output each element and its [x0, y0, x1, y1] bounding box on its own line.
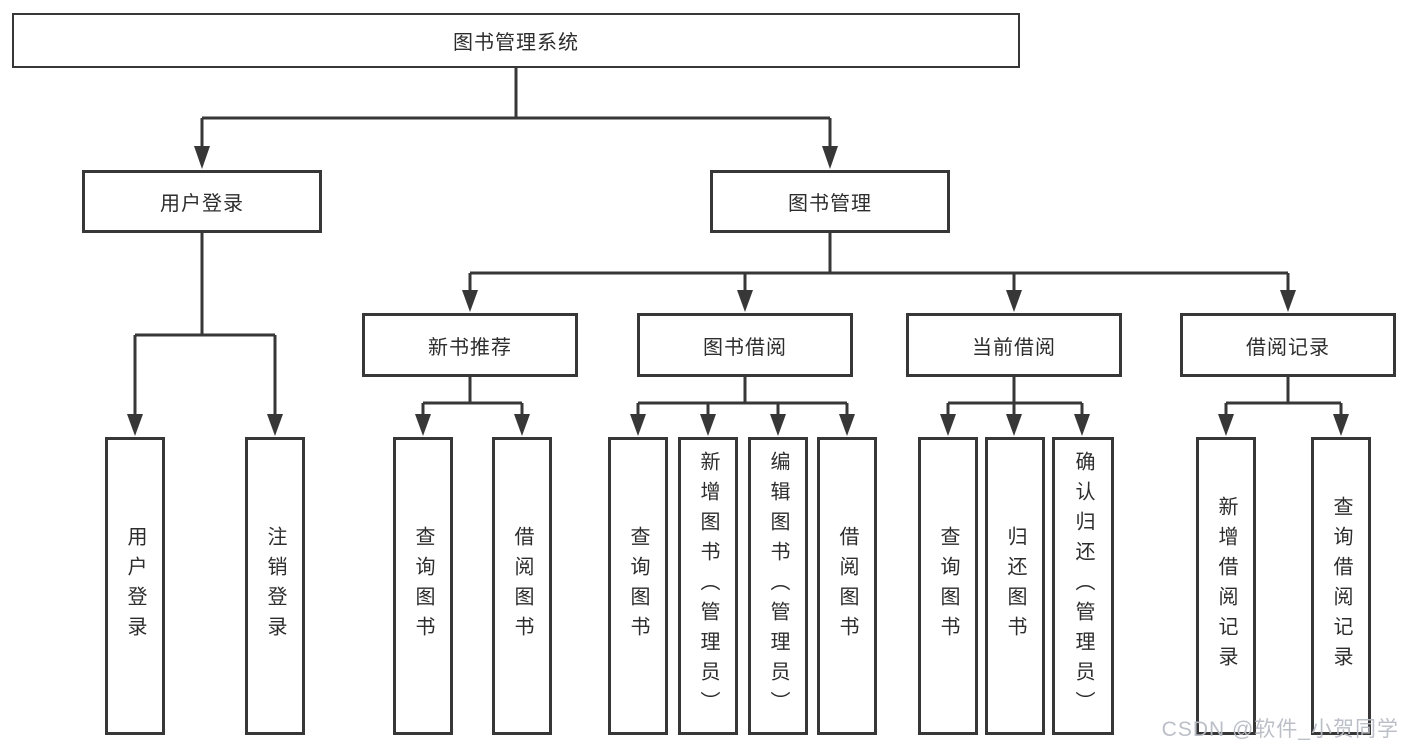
connector-borrowing-records-to-leaves	[1218, 377, 1349, 436]
connector-book-borrowing-to-leaves	[630, 377, 855, 436]
leaf-edit-books-admin: 编辑图书（管理员）	[748, 437, 808, 735]
node-label: 借阅记录	[1246, 336, 1330, 359]
leaf-query-books-borrow: 查询图书	[608, 437, 668, 735]
node-label: 新书推荐	[428, 336, 512, 359]
node-label: 借阅图书	[511, 526, 533, 646]
node-label: 新增图书（管理员）	[697, 451, 719, 721]
node-user-login: 用户登录	[82, 170, 322, 233]
node-label: 借阅图书	[836, 526, 858, 646]
node-book-borrowing: 图书借阅	[637, 313, 853, 377]
node-library-management-system: 图书管理系统	[12, 13, 1020, 68]
node-book-management: 图书管理	[710, 170, 950, 233]
node-label: 图书管理系统	[453, 32, 579, 54]
connector-root-to-level2	[194, 68, 838, 169]
node-borrowing-records: 借阅记录	[1180, 313, 1396, 377]
connector-current-borrowing-to-leaves	[940, 377, 1090, 436]
node-label: 注销登录	[264, 526, 286, 646]
leaf-borrow-books: 借阅图书	[817, 437, 877, 735]
node-label: 查询图书	[627, 526, 649, 646]
node-label: 确认归还（管理员）	[1072, 451, 1094, 721]
leaf-user-login: 用户登录	[105, 437, 165, 735]
leaf-logout: 注销登录	[245, 437, 305, 735]
node-label: 图书管理	[788, 193, 872, 215]
connector-book-management-to-level3	[462, 233, 1296, 312]
leaf-query-books-recommend: 查询图书	[393, 437, 453, 735]
connector-new-book-to-leaves	[415, 377, 530, 436]
node-label: 新增借阅记录	[1215, 496, 1237, 676]
leaf-return-books: 归还图书	[985, 437, 1045, 735]
node-current-borrowing: 当前借阅	[906, 313, 1122, 377]
node-label: 用户登录	[160, 193, 244, 215]
connector-user-login-to-leaves	[127, 233, 283, 436]
leaf-add-borrow-record: 新增借阅记录	[1196, 437, 1256, 735]
node-label: 归还图书	[1004, 526, 1026, 646]
node-label: 当前借阅	[972, 336, 1056, 359]
leaf-query-books-current: 查询图书	[918, 437, 978, 735]
node-label: 查询图书	[412, 526, 434, 646]
node-label: 查询借阅记录	[1330, 496, 1352, 676]
csdn-watermark: CSDN @软件_小贺同学	[1161, 718, 1399, 741]
node-label: 查询图书	[937, 526, 959, 646]
node-label: 用户登录	[124, 526, 146, 646]
node-new-book-recommendation: 新书推荐	[362, 313, 578, 377]
leaf-borrow-books-recommend: 借阅图书	[492, 437, 552, 735]
leaf-query-borrow-record: 查询借阅记录	[1311, 437, 1371, 735]
leaf-add-books-admin: 新增图书（管理员）	[678, 437, 738, 735]
leaf-confirm-return-admin: 确认归还（管理员）	[1052, 437, 1114, 735]
node-label: 图书借阅	[703, 336, 787, 359]
node-label: 编辑图书（管理员）	[767, 451, 789, 721]
